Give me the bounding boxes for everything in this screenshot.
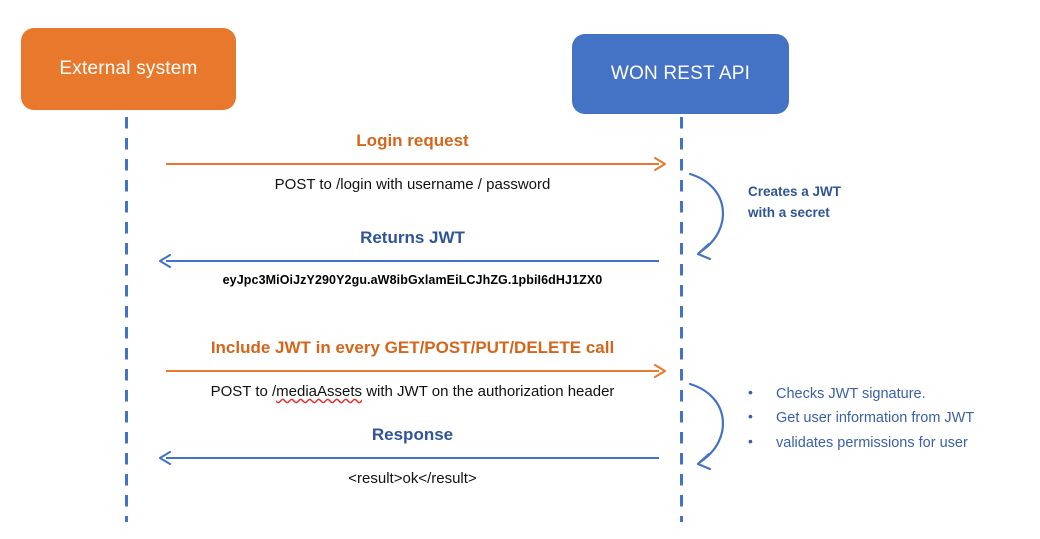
lifeline-external-system [125,117,128,522]
arrowhead-right-icon [653,364,667,378]
message-login-request[interactable]: Login request POST to /login with userna… [160,131,667,193]
note-create-jwt-text: Creates a JWT with a secret [748,182,841,224]
message-response-subtitle: <result>ok</result> [348,470,477,487]
list-item: Checks JWT signature. [748,381,974,406]
actor-won-rest-api[interactable]: WON REST API [572,34,789,114]
self-loop-arc-icon [688,172,724,261]
note-create-jwt-line2: with a secret [748,204,830,220]
subtitle-prefix: POST to / [210,383,277,400]
arrowhead-left-icon [158,254,172,268]
self-loop-arc-icon [688,382,724,471]
note-create-jwt-line1: Creates a JWT [748,184,842,199]
message-include-jwt-title: Include JWT in every GET/POST/PUT/DELETE… [210,338,615,357]
list-item: Get user information from JWT [748,405,974,430]
subtitle-suffix: with JWT on the authorization header [362,383,615,400]
message-response-title: Response [371,425,454,444]
message-login-request-subtitle: POST to /login with username / password [274,176,551,193]
message-response[interactable]: Response <result>ok</result> [158,425,665,487]
arrowhead-left-icon [158,451,172,465]
actor-won-rest-api-label: WON REST API [610,63,751,84]
arrow-line [166,260,659,262]
message-login-request-title: Login request [356,131,469,150]
actor-external-system-label: External system [59,58,198,79]
list-item: validates permissions for user [748,430,974,455]
arrowhead-right-icon [653,157,667,171]
message-include-jwt[interactable]: Include JWT in every GET/POST/PUT/DELETE… [160,338,667,400]
arrow-line [166,163,659,165]
arrow-response [158,451,665,465]
arrow-include-jwt [160,364,667,378]
arrow-line [166,370,659,372]
message-returns-jwt[interactable]: Returns JWT eyJpc3MiOiJzY290Y2gu.aW8ibGx… [158,228,665,287]
message-returns-jwt-title: Returns JWT [360,228,465,247]
actor-external-system[interactable]: External system [21,28,236,110]
arrow-login-request [160,157,667,171]
lifeline-won-rest-api [680,117,683,522]
arrow-line [166,457,659,459]
message-returns-jwt-token: eyJpc3MiOiJzY290Y2gu.aW8ibGxlamEiLCJhZG.… [222,273,603,287]
arrow-returns-jwt [158,254,665,268]
message-include-jwt-subtitle: POST to /mediaAssets with JWT on the aut… [160,383,665,400]
subtitle-misspelled-word: mediaAssets [276,383,363,400]
note-validate-list: Checks JWT signature. Get user informati… [748,381,974,455]
note-validate-text: Checks JWT signature. Get user informati… [748,381,974,455]
